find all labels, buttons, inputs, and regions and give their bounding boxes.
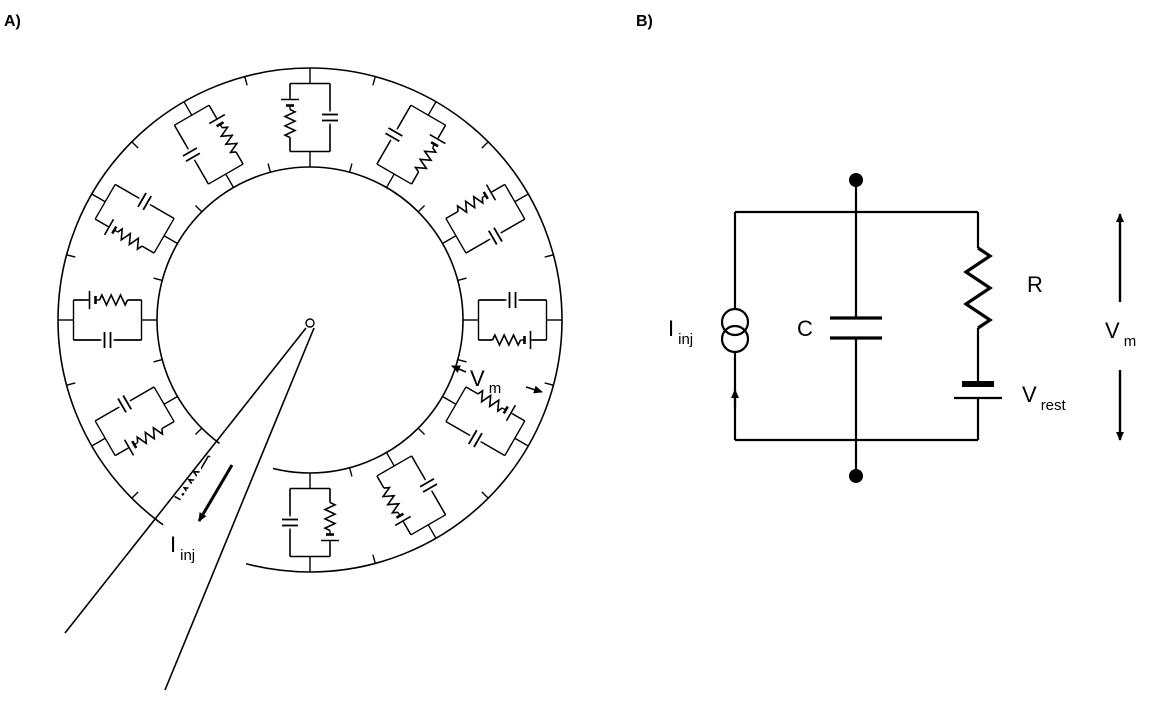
resistor-icon (963, 246, 993, 330)
membrane-rc-element (91, 386, 178, 458)
battery-icon (954, 381, 1002, 400)
outer-tick (544, 382, 554, 386)
outer-tick (131, 141, 139, 149)
outer-tick (372, 76, 376, 86)
membrane-rc-element (58, 290, 157, 350)
outer-tick (372, 554, 376, 564)
inner-tick (417, 204, 426, 213)
membrane-rc-element (173, 101, 245, 188)
inner-tick (194, 427, 203, 436)
membrane-ticks (66, 76, 554, 564)
membrane-rc-element (442, 385, 529, 457)
electrode-icon (28, 318, 315, 720)
inner-tick (348, 163, 353, 173)
resistor-label: R (1027, 272, 1043, 297)
inner-tick (417, 427, 426, 436)
capacitor-label: C (797, 316, 813, 341)
inner-tick (153, 277, 163, 282)
outer-tick (481, 491, 489, 499)
membrane-rc-element (375, 452, 447, 539)
current-source-icon (720, 307, 750, 354)
membrane-rc-element (463, 290, 562, 350)
outer-tick (66, 382, 76, 386)
inner-tick (348, 467, 353, 477)
outer-tick (66, 254, 76, 258)
capacitor-icon (830, 316, 882, 340)
inner-tick (457, 358, 467, 363)
inner-tick (194, 204, 203, 213)
outer-tick (544, 254, 554, 258)
membrane-rc-element (442, 182, 529, 254)
circuit-wires (733, 180, 980, 476)
panel-b-label: B) (636, 13, 653, 30)
membrane-rc-element (280, 68, 340, 167)
inner-tick (457, 277, 467, 282)
bottom-terminal (849, 469, 863, 483)
panel-a-label: A) (4, 13, 21, 30)
outer-tick (131, 491, 139, 499)
vm-arrow-outer (525, 385, 543, 394)
membrane-rc-element (91, 183, 178, 255)
outer-tick (244, 76, 248, 86)
membrane-rc-element (376, 101, 448, 188)
outer-tick (481, 141, 489, 149)
vm-arrow-inner (451, 365, 467, 373)
panel-b: B) (636, 13, 1136, 483)
membrane-rc-element (280, 473, 340, 572)
injected-current-arrow (197, 464, 234, 522)
inner-tick (267, 163, 272, 173)
top-terminal (849, 173, 863, 187)
inner-tick (153, 358, 163, 363)
